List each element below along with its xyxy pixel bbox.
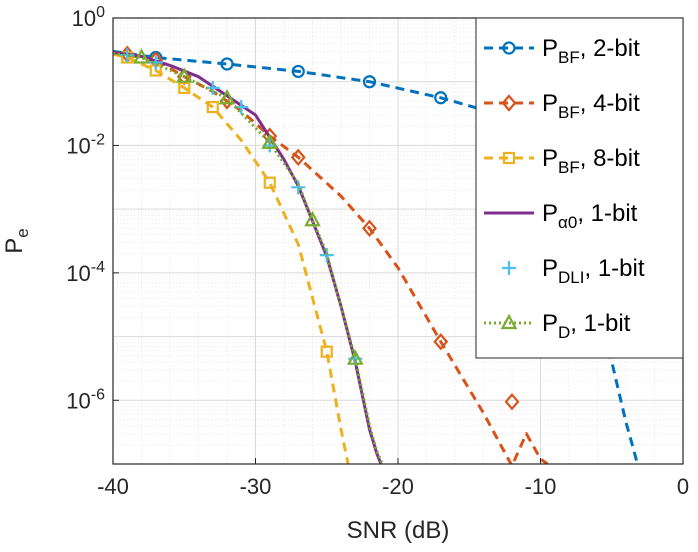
series-5 [120,48,363,366]
data-point [304,210,321,227]
data-point [291,180,306,195]
data-point [433,333,449,351]
legend-item-1: PBF, 2-bit [484,35,640,67]
legend-marker [500,313,518,330]
series-line [113,52,350,464]
data-point [206,100,219,114]
legend-item-5: PDLI, 1-bit [502,255,645,287]
legend-item-4: Pα0, 1-bit [484,200,638,232]
legend-label: PBF, 2-bit [542,35,640,67]
data-point [175,67,193,83]
y-tick-label: 10-4 [66,259,105,286]
data-point [133,48,150,64]
x-tick-label: -40 [97,474,129,499]
data-point [218,88,236,105]
legend-box [475,17,684,359]
y-tick-label: 100 [72,4,105,31]
legend-item-3: PBF, 8-bit [484,145,640,177]
data-point [148,55,163,70]
x-tick-label: -10 [525,474,557,499]
data-point [319,248,334,263]
x-tick-label: -30 [240,474,272,499]
data-point [178,81,191,94]
data-point [220,57,234,71]
y-tick-label: 10-2 [66,131,105,158]
legend-marker [502,261,516,275]
legend-item-2: PBF, 4-bit [484,90,640,122]
legend-label: PBF, 8-bit [542,145,640,177]
series-6 [113,48,384,464]
legend-marker [502,41,516,55]
data-point [205,80,220,95]
legend-marker [501,94,517,112]
data-point [290,148,306,167]
data-point [504,393,520,411]
legend-marker [502,151,516,165]
y-tick-label: 10-6 [66,386,105,413]
ticks: -40 -30 -20 -10 0 100 10-2 10-4 10-6 [66,4,689,499]
series-line [113,51,384,464]
y-axis-label: Pe [1,228,32,253]
legend-label: Pα0, 1-bit [542,200,638,232]
legend-label: PBF, 4-bit [542,90,640,122]
data-point [263,176,276,189]
data-point [291,64,305,79]
legend-label: PDLI, 1-bit [542,255,645,287]
data-point [346,349,364,365]
x-tick-label: -20 [382,474,414,499]
series-4 [113,50,383,464]
series-line [113,50,383,464]
data-point [320,345,333,358]
data-point [120,48,135,63]
x-axis-label: SNR (dB) [347,517,450,544]
data-point [261,133,279,149]
data-point [434,91,448,105]
x-tick-label: 0 [677,474,689,499]
data-point [362,219,377,238]
data-point [362,75,377,89]
series-3 [113,51,350,464]
legend-item-6: PD, 1-bit [484,310,631,342]
legend-label: PD, 1-bit [542,310,631,342]
